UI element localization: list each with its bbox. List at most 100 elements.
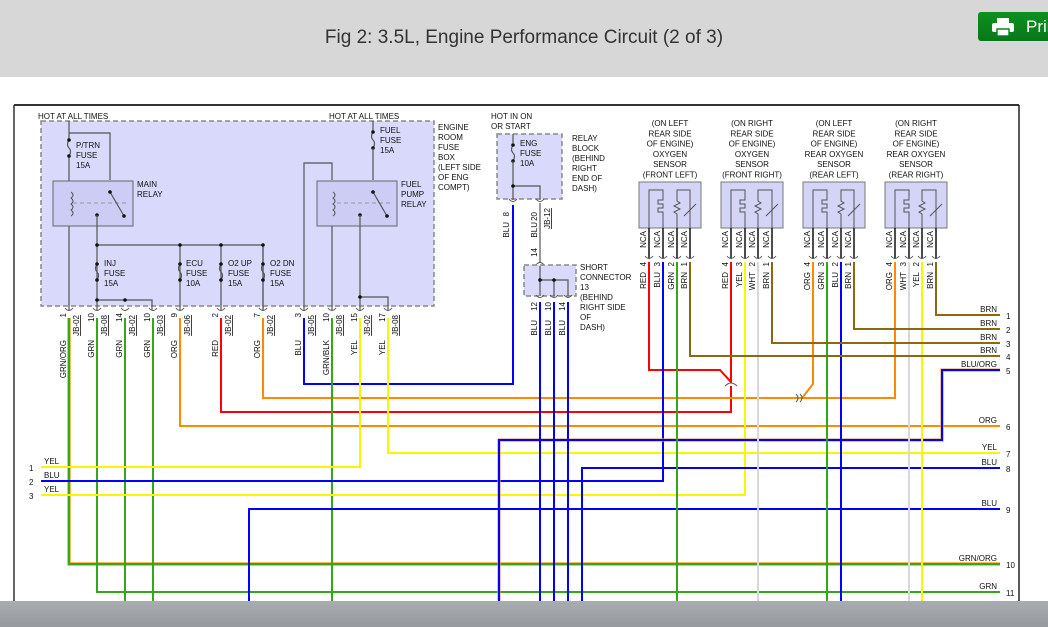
dot xyxy=(385,214,389,218)
junction-block-label: JB-06 xyxy=(183,314,192,335)
pin-number: 3 xyxy=(899,261,908,266)
dot xyxy=(95,262,99,266)
dot xyxy=(108,190,112,194)
fuel-pump-relay-label: FUEL xyxy=(401,180,422,189)
sensor-location-label: OXYGEN xyxy=(653,150,687,159)
row-wire-color: ORG xyxy=(979,416,997,425)
wire-brn xyxy=(853,262,1000,330)
wire-blu xyxy=(248,508,1000,601)
relay-block-label: DASH) xyxy=(572,184,597,193)
sensor-location-label: (FRONT RIGHT) xyxy=(722,171,782,180)
nca-label: NCA xyxy=(735,230,744,248)
wire-blu xyxy=(41,262,664,482)
sensor-location-label: OF ENGINE) xyxy=(811,140,858,149)
dot xyxy=(371,190,375,194)
short-connector-label: (BEHIND xyxy=(580,293,613,302)
relay-coil xyxy=(70,191,74,217)
sensor-location-label: REAR OXYGEN xyxy=(805,150,864,159)
inj-fuse-label: 15A xyxy=(104,279,119,288)
fuse-box-label: COMPT) xyxy=(438,183,470,192)
short-connector-label: OF xyxy=(580,313,591,322)
connector-terminal xyxy=(767,255,777,259)
nca-label: NCA xyxy=(885,230,894,248)
dot xyxy=(511,143,515,147)
wire-color-label: ORG xyxy=(170,340,179,358)
print-label: Print xyxy=(1026,16,1048,36)
wire-color-label: RED xyxy=(721,272,730,289)
dot xyxy=(371,130,375,134)
relay-coil xyxy=(332,191,336,217)
hot-at-all-times-label: HOT AT ALL TIMES xyxy=(329,112,399,121)
junction-block-label: JB-08 xyxy=(335,314,344,335)
pin-number: 3 xyxy=(294,312,303,317)
row-wire-color: BLU xyxy=(44,471,60,480)
connector-terminal xyxy=(904,255,914,259)
connector-terminal xyxy=(726,255,736,259)
row-number: 3 xyxy=(29,492,34,501)
wire-color-label: YEL xyxy=(378,339,387,355)
relay-block xyxy=(496,133,563,200)
wire-blu-org-stripe xyxy=(497,368,1000,601)
dot xyxy=(178,243,182,247)
dot xyxy=(67,154,71,158)
sensor-location-label: REAR SIDE xyxy=(648,129,691,138)
nca-label: NCA xyxy=(844,230,853,248)
o2-dn-fuse-label: O2 DN xyxy=(270,259,295,268)
row-wire-color: BRN xyxy=(980,333,997,342)
sensor-location-label: SENSOR xyxy=(735,160,769,169)
pin-number: 1 xyxy=(844,261,853,266)
pin-number: 10 xyxy=(87,312,96,321)
pin-number: 3 xyxy=(817,261,826,266)
sensor-location-label: (ON RIGHT xyxy=(895,119,937,128)
wire-color-label: GRN/ORG xyxy=(59,340,68,378)
fuse-box-label: BOX xyxy=(438,153,456,162)
wire-red xyxy=(220,262,732,413)
wire-brn xyxy=(935,262,1000,316)
wire-blu-org xyxy=(498,369,1000,601)
short-connector-label: 13 xyxy=(580,283,589,292)
connector-terminal xyxy=(383,307,393,311)
dot xyxy=(358,295,362,299)
sensor-location-label: (ON RIGHT xyxy=(731,119,773,128)
wire-color-label: BLU xyxy=(653,272,662,288)
short-connector-label: RIGHT SIDE xyxy=(580,303,626,312)
wire-yel xyxy=(387,318,1000,454)
print-button[interactable]: Print xyxy=(978,12,1048,41)
pin-number: 2 xyxy=(667,261,676,266)
fuel-fuse-label: 15A xyxy=(380,146,395,155)
sensor-location-label: OF ENGINE) xyxy=(893,140,940,149)
sensor-heater-icon xyxy=(672,189,697,228)
sensor-location-label: REAR OXYGEN xyxy=(887,150,946,159)
connector-terminal xyxy=(644,255,654,259)
dot xyxy=(95,243,99,247)
dot xyxy=(95,278,99,282)
junction-block-label: JB-12 xyxy=(543,207,552,228)
oxygen-sensor xyxy=(802,181,866,229)
eng-fuse-label: 10A xyxy=(520,159,535,168)
dot xyxy=(261,278,265,282)
row-wire-color: YEL xyxy=(44,457,60,466)
nca-label: NCA xyxy=(639,230,648,248)
fuel-pump-relay-label: RELAY xyxy=(401,200,427,209)
page-header: Fig 2: 3.5L, Engine Performance Circuit … xyxy=(0,0,1048,77)
row-number: 4 xyxy=(1006,353,1011,362)
pin-number: 14 xyxy=(530,247,539,256)
row-wire-color: BLU/ORG xyxy=(961,360,997,369)
row-number: 2 xyxy=(1006,326,1011,335)
sensor-location-label: REAR SIDE xyxy=(730,129,773,138)
pin-number: 3 xyxy=(653,261,662,266)
fuel-fuse-label: FUSE xyxy=(380,136,401,145)
sensor-element-icon xyxy=(812,189,828,228)
pin-number: 4 xyxy=(885,261,894,266)
p-trn-fuse-label: 15A xyxy=(76,161,91,170)
bottom-scroll-bar xyxy=(0,601,1048,627)
sensor-heater-icon xyxy=(836,189,861,228)
o2-up-fuse-label: O2 UP xyxy=(228,259,252,268)
dot xyxy=(67,138,71,142)
p-trn-fuse-label: FUSE xyxy=(76,151,97,160)
sensor-location-label: (ON LEFT xyxy=(816,119,853,128)
row-wire-color: YEL xyxy=(982,443,998,452)
wire-color-label: ORG xyxy=(253,340,262,358)
pin-number: 7 xyxy=(253,312,262,317)
main-relay-label: MAIN xyxy=(137,180,157,189)
